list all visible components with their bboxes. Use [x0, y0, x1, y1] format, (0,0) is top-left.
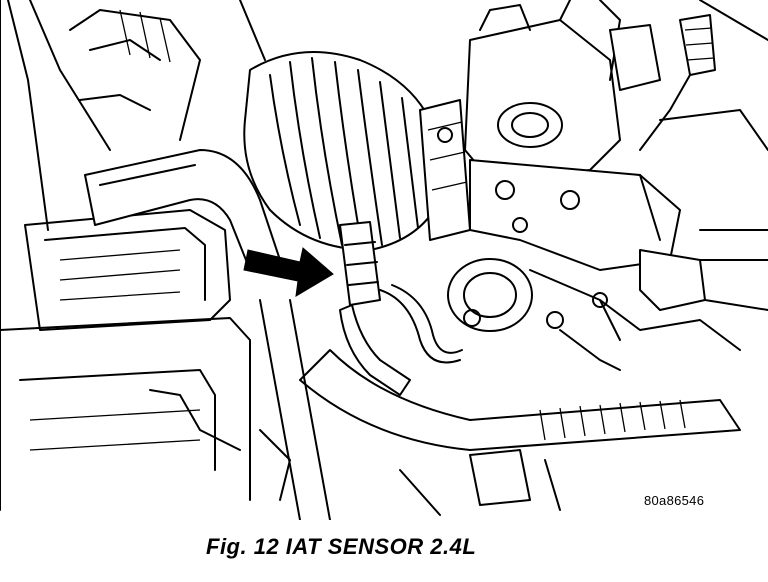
lower-hose [259, 299, 741, 520]
reference-code: 80a86546 [644, 493, 705, 508]
right-side-components [546, 229, 768, 371]
hose-clamp [419, 99, 471, 241]
air-cleaner-box [0, 209, 251, 501]
upper-right-fittings [599, 0, 768, 151]
throttle-body [464, 0, 621, 181]
figure-caption: Fig. 12 IAT SENSOR 2.4L [206, 534, 477, 559]
pointer-arrow [243, 247, 334, 297]
iat-sensor [339, 221, 463, 396]
mounting-bracket [469, 159, 681, 271]
bottom-fittings [259, 429, 561, 516]
left-shroud [0, 0, 266, 511]
engine-illustration [0, 0, 768, 520]
intake-boot [243, 51, 441, 251]
idler-pulley [447, 258, 621, 341]
